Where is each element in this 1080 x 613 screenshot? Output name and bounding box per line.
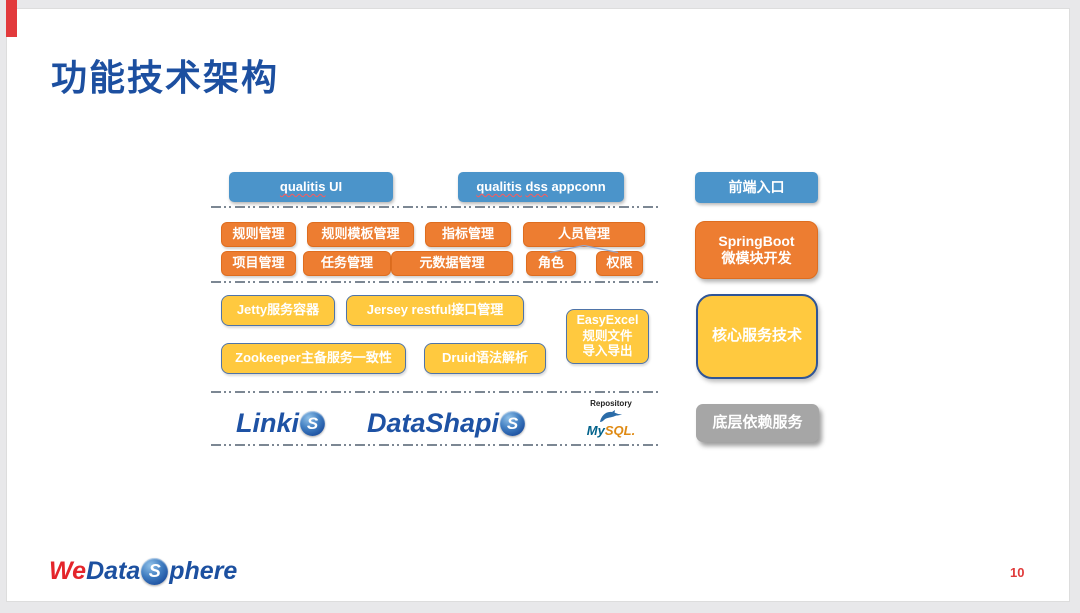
box-user-mgmt: 人员管理	[523, 222, 645, 247]
box-qualitis-dss-appconn: qualitis dss appconn	[458, 172, 624, 202]
box-rule-mgmt: 规则管理	[221, 222, 296, 247]
red-accent-bar	[6, 0, 17, 37]
mysql-dolphin-icon	[600, 410, 622, 422]
box-druid: Druid语法解析	[424, 343, 546, 374]
logo-data-text: Data	[86, 557, 141, 585]
datasphere-s-circle-icon: S	[500, 411, 526, 436]
divider-dependency-bottom	[211, 444, 660, 446]
box-permission: 权限	[596, 251, 643, 276]
slide-canvas: 功能技术架构 qualitis UI qualitis dss appconn …	[6, 8, 1070, 602]
qualitis-dss-appconn-label: qualitis dss appconn	[476, 178, 606, 194]
slide-title: 功能技术架构	[51, 57, 280, 98]
user-mgmt-connector-lines	[549, 245, 619, 253]
divider-service-dependency	[211, 391, 660, 393]
logo-phere-text: phere	[169, 557, 238, 585]
box-qualitis-ui: qualitis UI	[229, 172, 393, 202]
linkis-logo-text: Linki	[236, 408, 300, 438]
wedatasphere-s-circle-icon: S	[141, 558, 169, 585]
mysql-repository-logo: Repository MySQL.	[571, 399, 651, 437]
divider-function-service	[211, 281, 660, 283]
box-core-service: 核心服务技术	[696, 294, 818, 379]
logo-we-text: We	[49, 557, 87, 585]
qualitis-ui-label: qualitis UI	[279, 178, 343, 194]
divider-ui-function	[211, 206, 660, 208]
box-task-mgmt: 任务管理	[303, 251, 391, 276]
box-bottom-dependency: 底层依赖服务	[696, 404, 819, 442]
box-metadata-mgmt: 元数据管理	[391, 251, 513, 276]
box-rule-template-mgmt: 规则模板管理	[307, 222, 414, 247]
box-role: 角色	[526, 251, 576, 276]
linkis-s-circle-icon: S	[300, 411, 326, 436]
box-metric-mgmt: 指标管理	[425, 222, 511, 247]
box-jersey: Jersey restful接口管理	[346, 295, 524, 326]
box-jetty: Jetty服务容器	[221, 295, 335, 326]
datasphere-logo-text: DataShapi	[367, 408, 500, 438]
page-number: 10	[1010, 565, 1025, 580]
repository-label: Repository	[590, 399, 632, 408]
mysql-wordmark: MySQL.	[586, 423, 636, 438]
box-project-mgmt: 项目管理	[221, 251, 296, 276]
box-frontend-entry: 前端入口	[695, 172, 818, 203]
box-zookeeper: Zookeeper主备服务一致性	[221, 343, 406, 374]
